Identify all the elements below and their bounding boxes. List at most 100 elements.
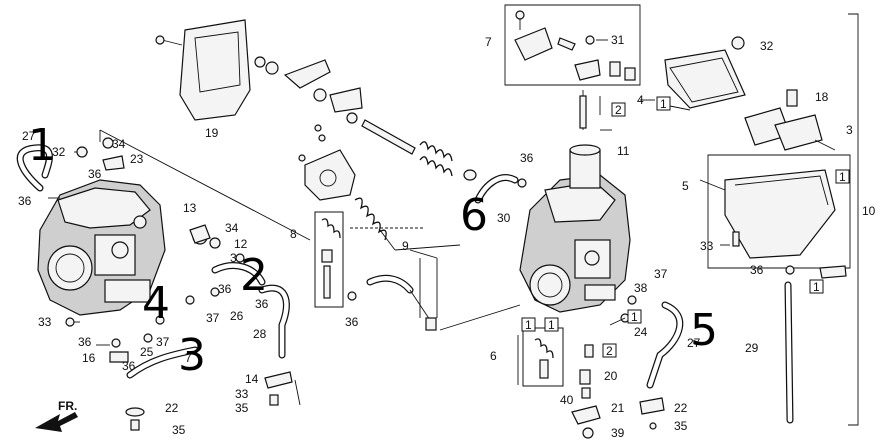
- callout: 7: [185, 351, 192, 365]
- callout: 23: [130, 152, 144, 166]
- throttle-drum: [298, 149, 356, 201]
- callout: 8: [290, 227, 297, 241]
- callout: 20: [604, 369, 618, 383]
- callout: 11: [617, 144, 630, 158]
- callout: 32: [52, 145, 66, 159]
- handwritten-mark: 3: [178, 330, 206, 381]
- return-spring: [354, 197, 396, 251]
- callout: 33: [235, 387, 249, 401]
- center-leader-lines: [350, 227, 521, 331]
- callout: 32: [760, 39, 774, 53]
- left-choke-hose: [16, 144, 53, 192]
- callout: 36: [218, 282, 232, 296]
- top-linkage-parts: [254, 56, 363, 124]
- callout: 22: [165, 401, 179, 415]
- left-carburetor-body: [37, 179, 166, 316]
- top-bolt-left: [155, 35, 183, 46]
- callout: 16: [82, 351, 96, 365]
- callout: 10: [862, 204, 876, 218]
- needle-jet: [579, 90, 601, 130]
- callout: 36: [122, 359, 136, 373]
- boxed-callout: 1: [813, 280, 820, 294]
- callout: 33: [700, 239, 714, 253]
- callout: 36: [345, 315, 359, 329]
- callout: 9: [402, 239, 409, 253]
- callout: 22: [674, 401, 688, 415]
- callout: 33: [38, 315, 52, 329]
- callout: 26: [230, 309, 244, 323]
- callout: 4: [637, 93, 644, 107]
- callout: 3: [846, 123, 853, 137]
- callout: 6: [490, 349, 497, 363]
- callout: 37: [156, 335, 170, 349]
- right-side-hose-27: [646, 301, 684, 389]
- needle-parts-8: [314, 211, 344, 308]
- piston-valve-11: [569, 144, 601, 189]
- throttle-springs: [419, 141, 477, 181]
- front-indicator-label: FR.: [58, 399, 77, 413]
- handwritten-mark: 2: [240, 250, 268, 301]
- callout: 35: [172, 423, 186, 437]
- callout: 37: [654, 267, 668, 281]
- callout: 36: [255, 297, 269, 311]
- left-hoses: [126, 262, 290, 379]
- callout: 39: [611, 426, 625, 440]
- handwritten-mark: 5: [690, 305, 718, 356]
- callout: 27: [22, 129, 36, 143]
- jet-parts-6: [517, 327, 594, 399]
- callout: 5: [682, 179, 689, 193]
- boxed-callout: 1: [839, 170, 846, 184]
- callout: 37: [206, 311, 220, 325]
- boxed-callout: 2: [615, 103, 622, 117]
- callout: 36: [88, 167, 102, 181]
- callout-labels: 27 32 34 23 36 36 13 34 12 3 36 36 37 26…: [18, 33, 876, 440]
- boxed-callouts: 1 2 1 1 1 1 2 1: [521, 96, 850, 358]
- float-bowl-5: [699, 154, 851, 279]
- throttle-shaft: [314, 119, 416, 155]
- boxed-callout: 2: [606, 344, 613, 358]
- callout: 36: [18, 194, 32, 208]
- front-indicator: FR.: [35, 399, 78, 432]
- callout: 12: [234, 237, 248, 251]
- callout: 30: [497, 211, 511, 225]
- callout: 24: [634, 325, 648, 339]
- boxed-callout: 1: [525, 318, 532, 332]
- callout: 21: [611, 401, 625, 415]
- callout: 19: [205, 126, 219, 140]
- callout: 40: [560, 393, 574, 407]
- assembly-bracket-10: [848, 13, 859, 426]
- callout: 3: [230, 251, 237, 265]
- top-cover-19: [179, 19, 251, 121]
- drain-hose-29: [784, 281, 794, 424]
- right-bottom-fittings: [571, 295, 665, 439]
- cover-gasket-4: [664, 36, 746, 109]
- callout: 38: [634, 281, 648, 295]
- float-3: [744, 89, 836, 151]
- callout: 27: [687, 336, 701, 350]
- callout: 34: [112, 137, 126, 151]
- left-small-parts: [65, 137, 245, 363]
- handwritten-mark: 4: [142, 278, 170, 329]
- boxed-callout: 1: [548, 318, 555, 332]
- callout: 31: [611, 33, 625, 47]
- callout: 28: [253, 327, 267, 341]
- callout: 35: [235, 401, 249, 415]
- callout: 25: [140, 345, 154, 359]
- callout: 29: [745, 341, 759, 355]
- callout: 35: [674, 419, 688, 433]
- handwritten-mark: 6: [460, 190, 488, 241]
- right-carburetor-body: [519, 174, 631, 313]
- callout: 36: [520, 151, 534, 165]
- callout: 36: [78, 335, 92, 349]
- left-bottom-fittings: [125, 371, 301, 431]
- callout: 14: [245, 372, 259, 386]
- throttle-cable-9: [347, 249, 438, 331]
- handwritten-mark: 1: [28, 120, 56, 171]
- boxed-callout: 1: [660, 97, 667, 111]
- boxed-callout: 1: [631, 310, 638, 324]
- callout: 34: [225, 221, 239, 235]
- overflow-hose-30: [474, 174, 527, 204]
- right-top-housing: [504, 4, 641, 86]
- callout: 13: [183, 201, 197, 215]
